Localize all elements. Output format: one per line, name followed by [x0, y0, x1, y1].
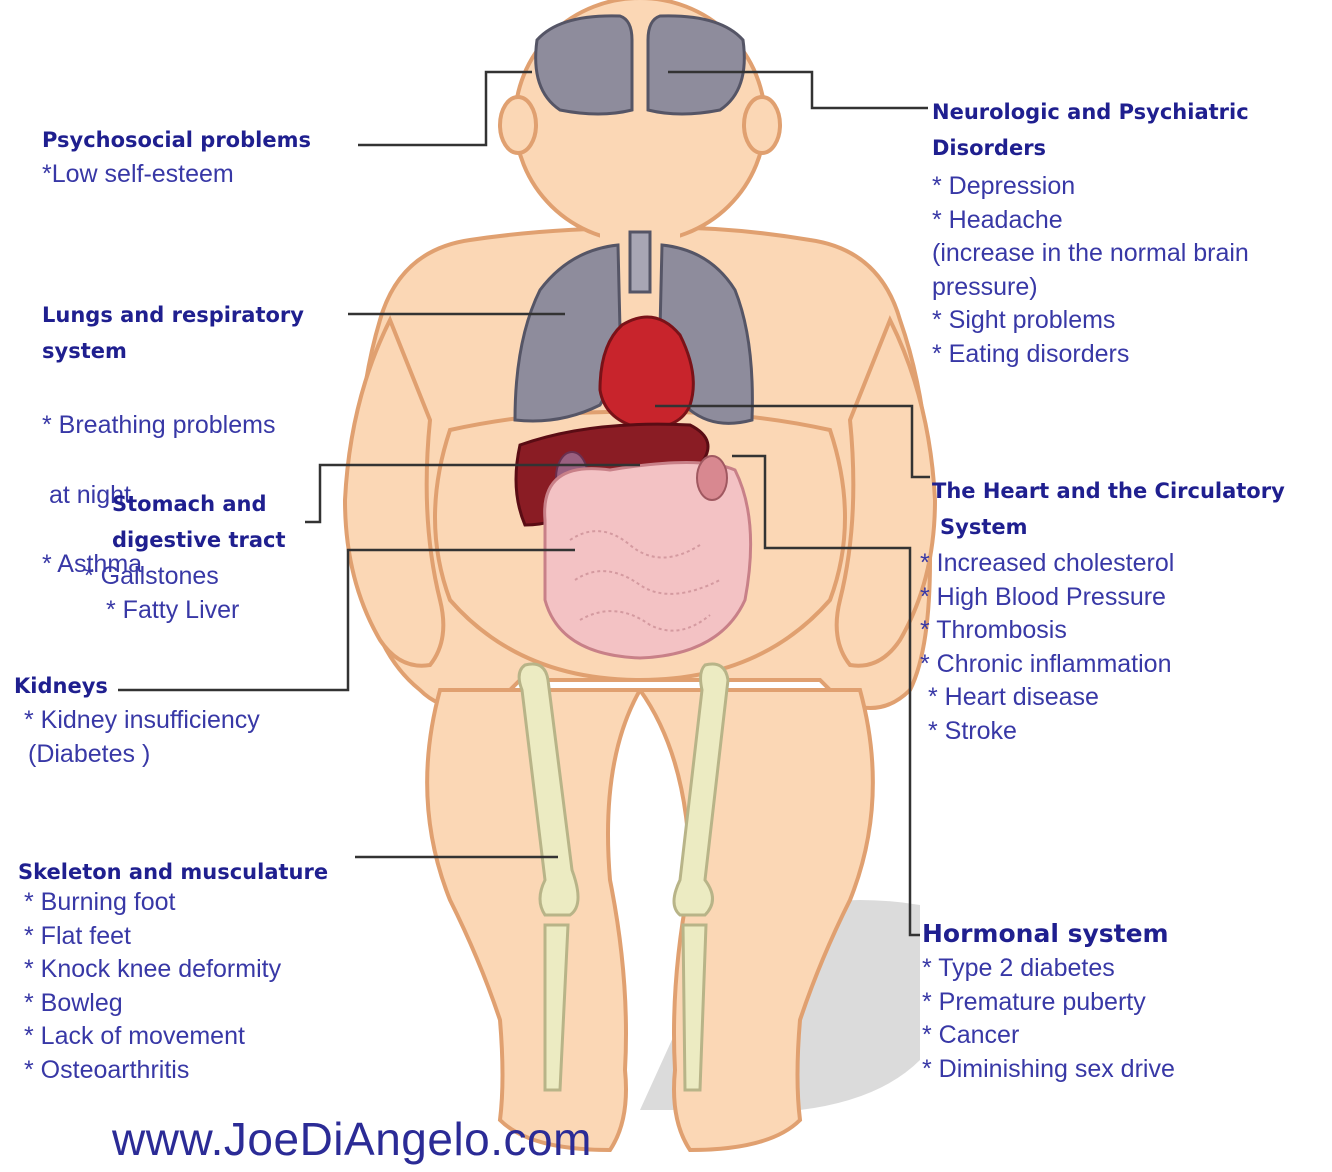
- heart: [600, 317, 693, 428]
- list-item: * Chronic inflammation: [920, 648, 1273, 682]
- list-item: * Flat feet: [24, 920, 328, 954]
- neurologic-title-line1: Neurologic and Psychiatric: [932, 94, 1249, 130]
- group-hormonal: Hormonal system * Type 2 diabetes * Prem…: [922, 914, 1175, 1086]
- list-item: * Fatty Liver: [84, 594, 258, 628]
- heart-items: * Increased cholesterol * High Blood Pre…: [920, 547, 1273, 748]
- list-item: * Bowleg: [24, 987, 328, 1021]
- list-item: * Type 2 diabetes: [922, 952, 1175, 986]
- lungs-title-line2: system: [42, 333, 304, 369]
- group-skeleton: Skeleton and musculature * Burning foot …: [18, 854, 328, 1087]
- list-item: (increase in the normal brain: [932, 237, 1249, 271]
- group-stomach: Stomach and digestive tract * Gallstones…: [112, 486, 286, 627]
- list-item: * Burning foot: [24, 886, 328, 920]
- psychosocial-items: *Low self-esteem: [42, 158, 311, 192]
- hormonal-items: * Type 2 diabetes * Premature puberty * …: [922, 952, 1175, 1086]
- neurologic-title-line2: Disorders: [932, 130, 1249, 166]
- lungs-title-line1: Lungs and respiratory: [42, 297, 304, 333]
- list-item: * Kidney insufficiency: [24, 704, 260, 738]
- list-item: * Premature puberty: [922, 986, 1175, 1020]
- stomach-title-line2: digestive tract: [112, 522, 286, 558]
- list-item: * Heart disease: [920, 681, 1273, 715]
- list-item: * Depression: [932, 170, 1249, 204]
- list-item: * Increased cholesterol: [920, 547, 1273, 581]
- list-item: * Diminishing sex drive: [922, 1053, 1175, 1087]
- stomach-items: * Gallstones * Fatty Liver: [84, 560, 258, 627]
- list-item: * Stroke: [920, 715, 1273, 749]
- list-item: * Knock knee deformity: [24, 953, 328, 987]
- kidneys-items: * Kidney insufficiency (Diabetes ): [14, 704, 260, 771]
- skeleton-title: Skeleton and musculature: [18, 854, 328, 890]
- group-kidneys: Kidneys * Kidney insufficiency (Diabetes…: [14, 668, 260, 771]
- list-item: * High Blood Pressure: [920, 581, 1273, 615]
- list-item: * Osteoarthritis: [24, 1054, 328, 1088]
- kidney: [697, 456, 727, 500]
- neurologic-items: * Depression * Headache (increase in the…: [932, 170, 1249, 371]
- group-neurologic: Neurologic and Psychiatric Disorders * D…: [932, 94, 1249, 371]
- group-psychosocial: Psychosocial problems *Low self-esteem: [42, 122, 311, 192]
- list-item: * Sight problems: [932, 304, 1249, 338]
- heart-title-line1: The Heart and the Circulatory: [932, 473, 1285, 509]
- group-heart: The Heart and the Circulatory System * I…: [932, 473, 1285, 748]
- kidneys-title: Kidneys: [14, 668, 260, 704]
- hormonal-title: Hormonal system: [922, 914, 1175, 954]
- list-item: * Thrombosis: [920, 614, 1273, 648]
- list-item: (Diabetes ): [24, 738, 260, 772]
- skeleton-items: * Burning foot * Flat feet * Knock knee …: [18, 886, 328, 1087]
- heart-title-line2: System: [932, 509, 1285, 545]
- stomach-title-line1: Stomach and: [112, 486, 286, 522]
- list-item: pressure): [932, 271, 1249, 305]
- psychosocial-title: Psychosocial problems: [42, 122, 311, 158]
- list-item: * Eating disorders: [932, 338, 1249, 372]
- list-item: * Lack of movement: [24, 1020, 328, 1054]
- list-item: *Low self-esteem: [42, 158, 311, 192]
- watermark: www.JoeDiAngelo.com: [112, 1112, 592, 1166]
- list-item: * Breathing problems: [42, 409, 304, 443]
- list-item: * Cancer: [922, 1019, 1175, 1053]
- list-item: * Headache: [932, 204, 1249, 238]
- list-item: * Gallstones: [84, 560, 258, 594]
